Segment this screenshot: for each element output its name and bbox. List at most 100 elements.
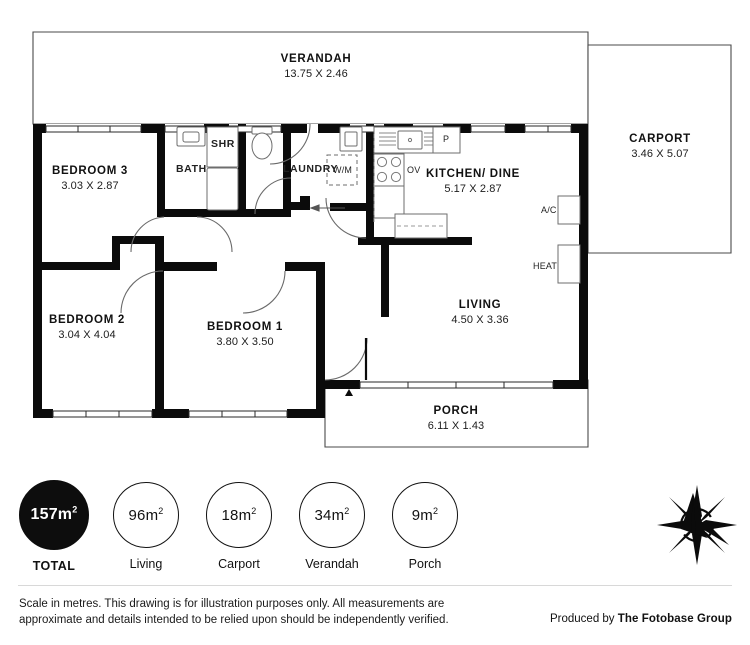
area-item-total: 157m2 TOTAL <box>11 480 97 573</box>
door-swings <box>120 123 368 381</box>
window-living-porch-d <box>503 381 554 389</box>
producer-credit: Produced by The Fotobase Group <box>550 613 732 625</box>
cooktop-burners <box>376 156 402 183</box>
window-kitchen-top-d <box>547 125 572 133</box>
door-wc <box>254 177 292 215</box>
area-caption-living: Living <box>129 557 163 571</box>
window-bed2-bottom-b <box>85 410 120 418</box>
window-kitchen-top-c <box>524 125 549 133</box>
porch-outline <box>324 379 589 448</box>
wall-bedroom1-top-seg1 <box>155 262 217 271</box>
wall-kitchen-left <box>366 124 374 238</box>
wall-hall-bed3-bottom <box>33 262 120 270</box>
area-item-living: 96m2 Living <box>103 482 189 571</box>
shower-enclosure <box>206 126 239 168</box>
compass-rose <box>655 483 739 567</box>
wall-living-stub-vertical <box>381 237 389 317</box>
area-caption-porch: Porch <box>408 557 442 571</box>
wall-entry-jamb <box>325 380 334 389</box>
area-value-living: 96m2 <box>128 505 164 524</box>
walls <box>33 124 588 418</box>
compass-ring <box>679 507 715 543</box>
area-value-verandah: 34m2 <box>314 505 350 524</box>
wall-bottom-seg-3 <box>287 409 325 418</box>
area-item-carport: 18m2 Carport <box>196 482 282 571</box>
wall-bath-right <box>238 124 246 217</box>
door-bath <box>196 216 233 253</box>
floor-plan-drawing: VERANDAH 13.75 X 2.46 CARPORT 3.46 X 5.0… <box>32 31 732 448</box>
wall-bed1-bed2-divider <box>155 270 164 418</box>
wall-wc-bottom <box>246 209 291 217</box>
wall-bath-bottom <box>157 209 246 217</box>
wall-bottom-seg-2 <box>152 409 189 418</box>
footer: Scale in metres. This drawing is for ill… <box>0 580 750 645</box>
wall-top-seg-2 <box>141 124 165 133</box>
door-kitchen-to-living <box>325 197 367 239</box>
area-caption-total: TOTAL <box>32 559 76 573</box>
producer-prefix: Produced by <box>549 613 618 625</box>
area-circle-carport: 18m2 <box>206 482 272 548</box>
pantry-cabinet <box>432 126 461 154</box>
compass-rose-icon <box>657 485 737 565</box>
carport-outline <box>587 44 732 254</box>
wall-bedroom3-right <box>157 124 165 217</box>
heater-unit <box>557 244 581 284</box>
wall-hall-vert-left <box>112 236 120 270</box>
wall-hall-right-vert <box>155 236 164 270</box>
window-living-porch-c <box>455 381 505 389</box>
window-bed1-bottom-a <box>188 410 223 418</box>
bath-tub <box>206 167 239 211</box>
area-value-porch: 9m2 <box>411 505 439 524</box>
window-bed2-bottom-a <box>52 410 87 418</box>
window-living-porch-a <box>359 381 409 389</box>
area-caption-verandah: Verandah <box>305 557 359 571</box>
producer-brand: The Fotobase Group <box>617 613 732 625</box>
window-bed3-top-a <box>45 125 79 133</box>
wall-laundry-stub <box>300 196 310 210</box>
outdoor-area-outlines <box>32 31 732 448</box>
area-circle-porch: 9m2 <box>392 482 458 548</box>
window-bed2-bottom-c <box>118 410 153 418</box>
window-bed3-top-b <box>77 125 111 133</box>
disclaimer-text: Scale in metres. This drawing is for ill… <box>19 598 449 627</box>
air-conditioner-unit <box>557 195 581 225</box>
direction-arrow <box>309 204 345 212</box>
wall-bottom-seg-1 <box>33 409 53 418</box>
door-bedroom1 <box>242 270 286 314</box>
wall-right-exterior <box>579 124 588 388</box>
door-laundry <box>269 123 311 165</box>
wall-hall-top-left <box>112 236 164 244</box>
area-circle-living: 96m2 <box>113 482 179 548</box>
area-item-porch: 9m2 Porch <box>382 482 468 571</box>
area-circle-verandah: 34m2 <box>299 482 365 548</box>
area-summary: 157m2 TOTAL 96m2 Living 18m2 Carport 34m… <box>0 470 750 580</box>
area-item-verandah: 34m2 Verandah <box>289 482 375 571</box>
fixtures <box>176 126 581 284</box>
entry-direction-marker <box>345 389 353 396</box>
area-caption-carport: Carport <box>218 557 260 571</box>
wall-living-bottom-seg-1 <box>325 380 360 389</box>
window-bed1-bottom-b <box>221 410 256 418</box>
wall-bedroom1-right <box>316 262 325 418</box>
door-bedroom2 <box>120 270 164 314</box>
wall-left-exterior <box>33 124 42 418</box>
toilet-bowl <box>251 132 273 160</box>
wall-living-bottom-seg-2 <box>553 380 588 389</box>
area-value-total: 157m2 <box>30 504 78 523</box>
kitchen-sink-plughole <box>407 137 413 143</box>
verandah-outline <box>32 31 589 125</box>
window-living-porch-b <box>407 381 457 389</box>
area-value-carport: 18m2 <box>221 505 257 524</box>
window-bed1-bottom-c <box>254 410 288 418</box>
wall-kitchen-bottom-stub <box>330 203 370 211</box>
washing-machine <box>326 154 358 186</box>
wall-top-seg-8 <box>505 124 525 133</box>
vanity-basin-inner <box>182 131 200 143</box>
dining-bench-outline <box>394 213 448 239</box>
window-kitchen-top-b <box>470 125 506 133</box>
footer-divider <box>18 585 732 586</box>
wall-bench-peninsula <box>358 237 472 245</box>
door-bedroom3 <box>130 216 165 253</box>
window-bed3-top-c <box>109 125 142 133</box>
laundry-trough-inner <box>344 131 358 147</box>
